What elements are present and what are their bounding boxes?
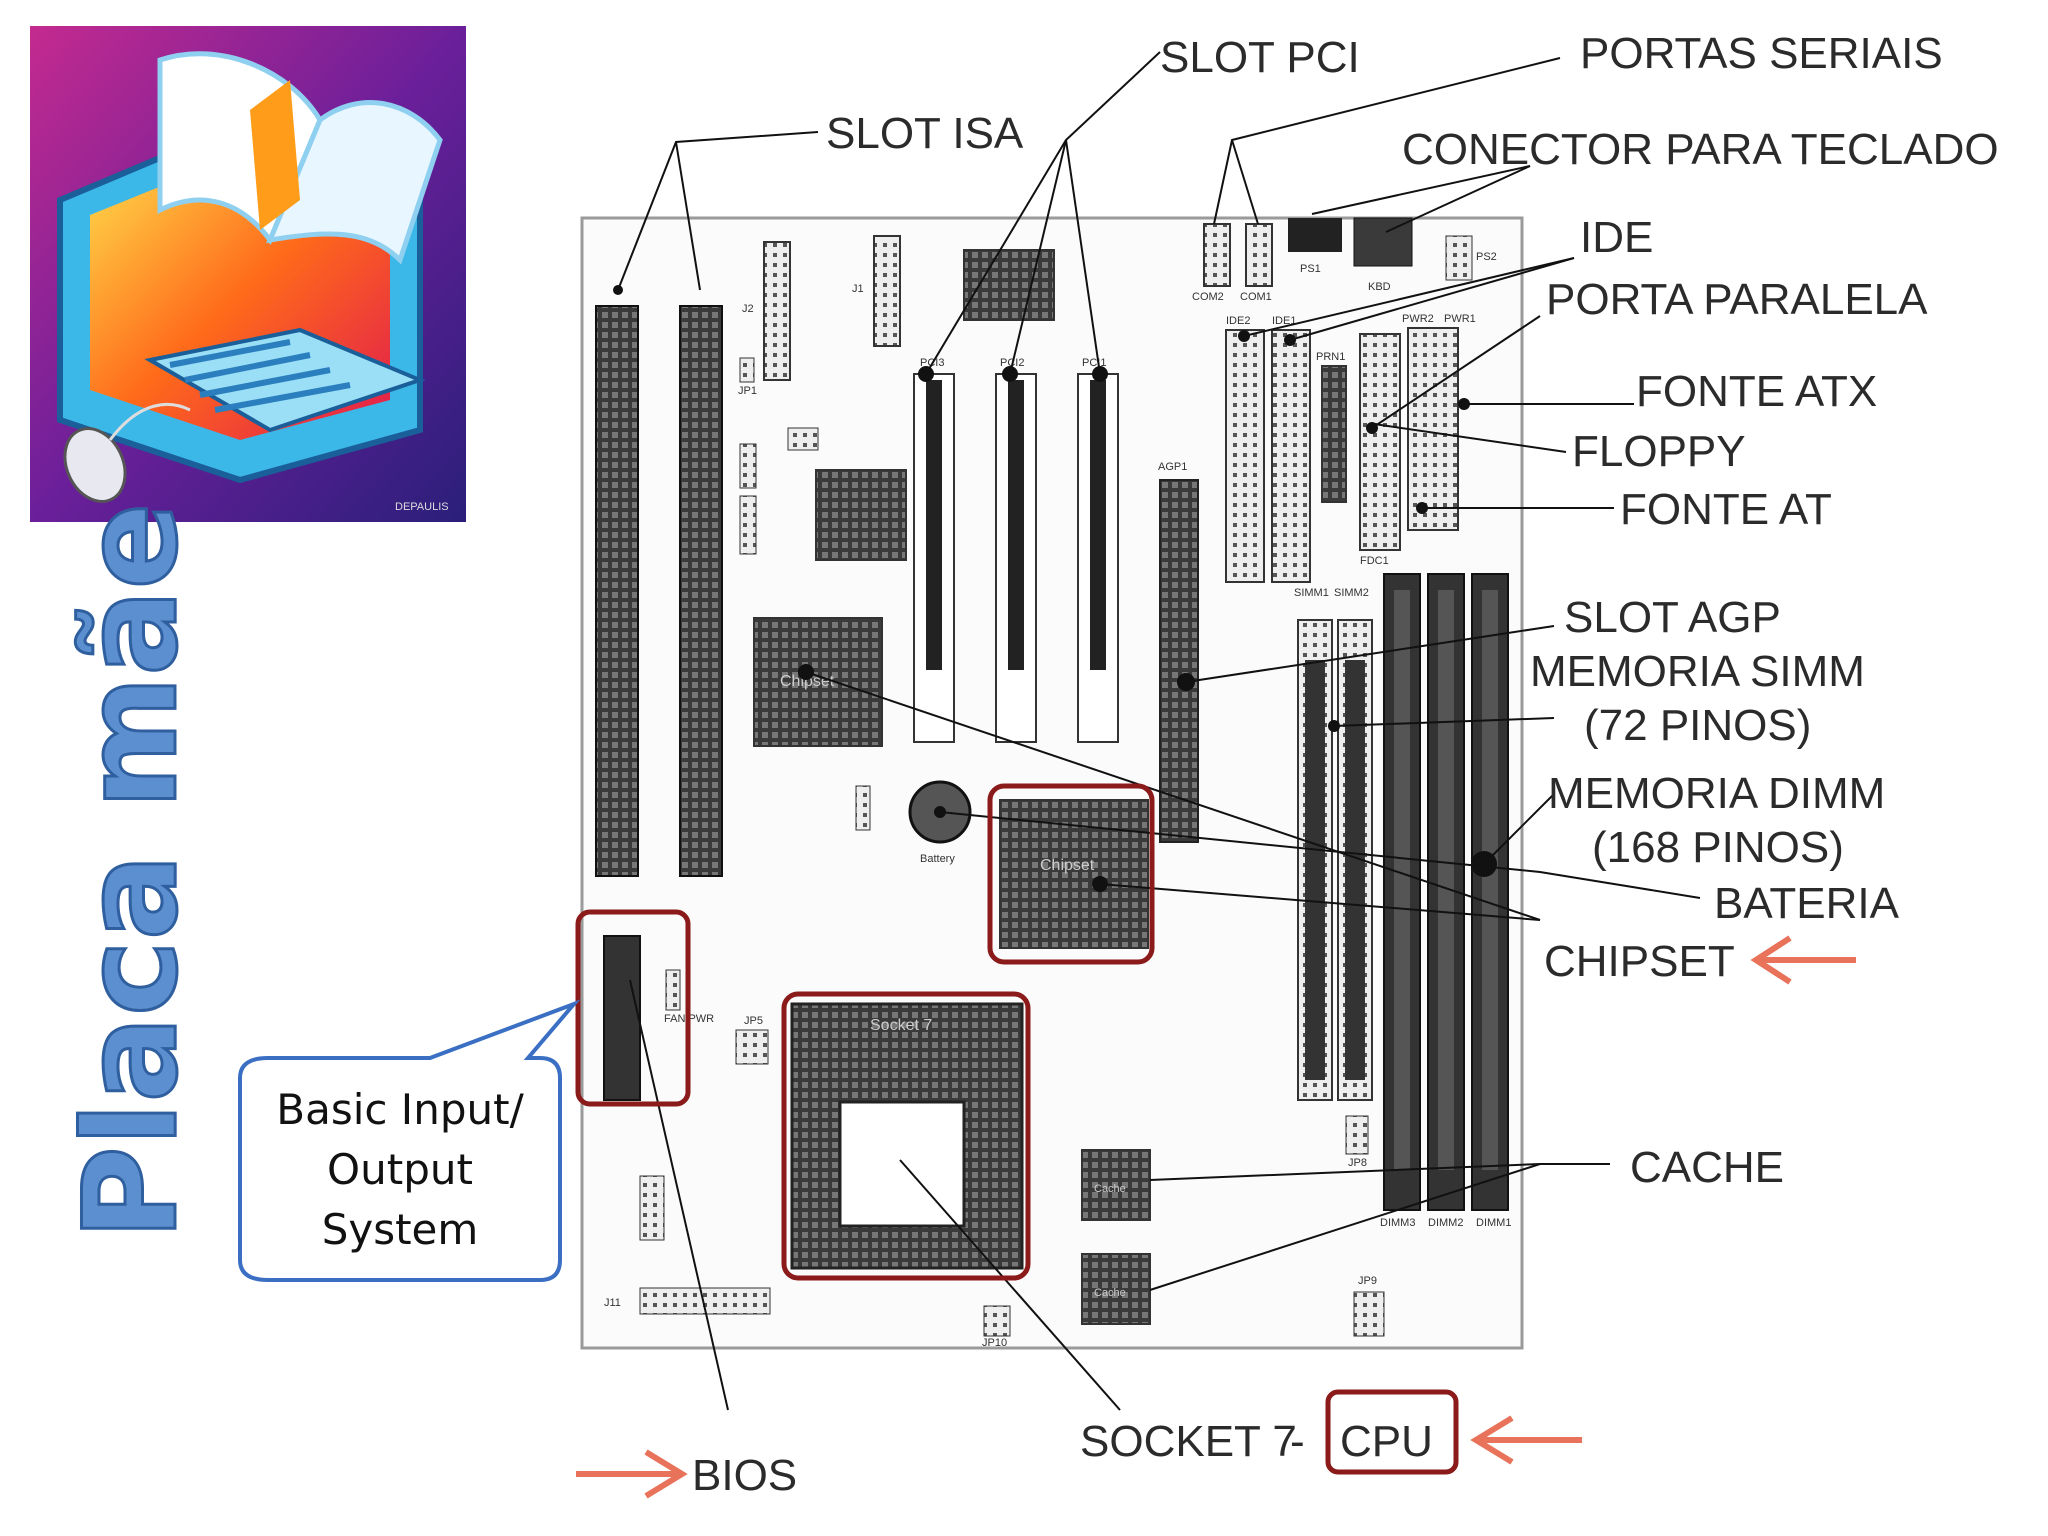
computer-book-clipart-icon: DEPAULIS xyxy=(30,26,466,522)
com2-label: COM2 xyxy=(1192,291,1224,303)
floppy-connector xyxy=(1359,333,1401,551)
j1-label: J1 xyxy=(852,283,864,295)
fdc1-label: FDC1 xyxy=(1360,555,1389,567)
label-slot-pci: SLOT PCI xyxy=(1160,33,1360,82)
chipset-arrow-icon xyxy=(1750,935,1856,985)
cpu-highlight xyxy=(1325,1389,1459,1475)
jp9-label: JP9 xyxy=(1358,1275,1377,1287)
simm2-label: SIMM2 xyxy=(1334,587,1369,599)
label-slot-isa: SLOT ISA xyxy=(826,109,1024,158)
label-memoria-simm: MEMORIA SIMM xyxy=(1530,647,1865,696)
callout-line-1: Basic Input/ xyxy=(276,1085,524,1134)
label-floppy: FLOPPY xyxy=(1572,427,1746,476)
chipset-mark-2: Chipset xyxy=(1040,857,1095,874)
jp5-label: JP5 xyxy=(744,1015,763,1027)
cache-chip-1 xyxy=(1081,1149,1151,1221)
jp10-label: JP10 xyxy=(982,1337,1007,1349)
chipset-south xyxy=(999,799,1149,949)
kbd-label: KBD xyxy=(1368,281,1391,293)
logo-signature: DEPAULIS xyxy=(395,501,449,513)
bios-arrow-icon xyxy=(576,1449,688,1499)
battery-mark: Battery xyxy=(920,853,955,865)
pwr2-label: PWR2 xyxy=(1402,313,1434,325)
cache-mark-1: Cache xyxy=(1094,1183,1126,1195)
label-cpu: CPU xyxy=(1340,1417,1433,1466)
ide2-connector xyxy=(1225,329,1265,583)
page-title: Placa mãe xyxy=(57,503,206,1240)
motherboard-board: J2 J1 JP1 Chipset PCI3 PCI2 PCI1 AGP1 CO… xyxy=(580,216,1524,1350)
socket7-mark: Socket 7 xyxy=(870,1017,932,1034)
label-memoria-dimm: MEMORIA DIMM xyxy=(1548,769,1885,818)
label-chipset: CHIPSET xyxy=(1544,937,1735,986)
pci1-label: PCI1 xyxy=(1082,357,1106,369)
pwr1-label: PWR1 xyxy=(1444,313,1476,325)
label-simm-pinos: (72 PINOS) xyxy=(1584,701,1811,750)
ide1-connector xyxy=(1271,329,1311,583)
label-socket-7: SOCKET 7 xyxy=(1080,1417,1297,1466)
ps2-label: PS2 xyxy=(1476,251,1497,263)
dimm2-label: DIMM2 xyxy=(1428,1217,1463,1229)
socket-highlight xyxy=(781,991,1031,1281)
ide1-label: IDE1 xyxy=(1272,315,1296,327)
cache-mark-2: Cache xyxy=(1094,1287,1126,1299)
cache-chip-2 xyxy=(1081,1253,1151,1325)
prn1-label: PRN1 xyxy=(1316,351,1345,363)
j2-label: J2 xyxy=(742,303,754,315)
parallel-header xyxy=(1321,365,1347,503)
label-portas-seriais: PORTAS SERIAIS xyxy=(1580,29,1943,78)
label-ide: IDE xyxy=(1580,213,1653,262)
agp1-label: AGP1 xyxy=(1158,461,1187,473)
agp-slot xyxy=(1159,479,1199,843)
label-fonte-at: FONTE AT xyxy=(1620,485,1832,534)
cpu-arrow-icon xyxy=(1470,1415,1582,1465)
callout-line-2: Output xyxy=(327,1145,473,1194)
label-bateria: BATERIA xyxy=(1714,879,1900,928)
label-cache: CACHE xyxy=(1630,1143,1784,1192)
label-dimm-pinos: (168 PINOS) xyxy=(1592,823,1844,872)
svg-text:-: - xyxy=(1290,1417,1305,1466)
power-connectors xyxy=(1407,327,1459,531)
label-porta-paralela: PORTA PARALELA xyxy=(1546,275,1928,324)
ide2-label: IDE2 xyxy=(1226,315,1250,327)
bios-chip xyxy=(603,935,641,1101)
simm1-label: SIMM1 xyxy=(1294,587,1329,599)
label-slot-agp: SLOT AGP xyxy=(1564,593,1781,642)
jp1-label: JP1 xyxy=(738,385,757,397)
leader-lines xyxy=(613,51,1701,1411)
chipset-highlight xyxy=(987,783,1155,965)
bios-highlight xyxy=(575,909,691,1107)
callout-line-3: System xyxy=(322,1205,479,1254)
com1-label: COM1 xyxy=(1240,291,1272,303)
ps1-label: PS1 xyxy=(1300,263,1321,275)
chipset-north xyxy=(753,617,883,747)
label-bios: BIOS xyxy=(692,1451,797,1500)
bios-callout: Basic Input/ Output System xyxy=(238,999,581,1282)
isa-slot-2 xyxy=(679,305,723,877)
label-conector-teclado: CONECTOR PARA TECLADO xyxy=(1402,125,1999,174)
dimm1-label: DIMM1 xyxy=(1476,1217,1511,1229)
isa-slot-1 xyxy=(595,305,639,877)
jp8-label: JP8 xyxy=(1348,1157,1367,1169)
dimm3-label: DIMM3 xyxy=(1380,1217,1415,1229)
label-fonte-atx: FONTE ATX xyxy=(1636,367,1877,416)
j11-label: J11 xyxy=(604,1297,621,1309)
